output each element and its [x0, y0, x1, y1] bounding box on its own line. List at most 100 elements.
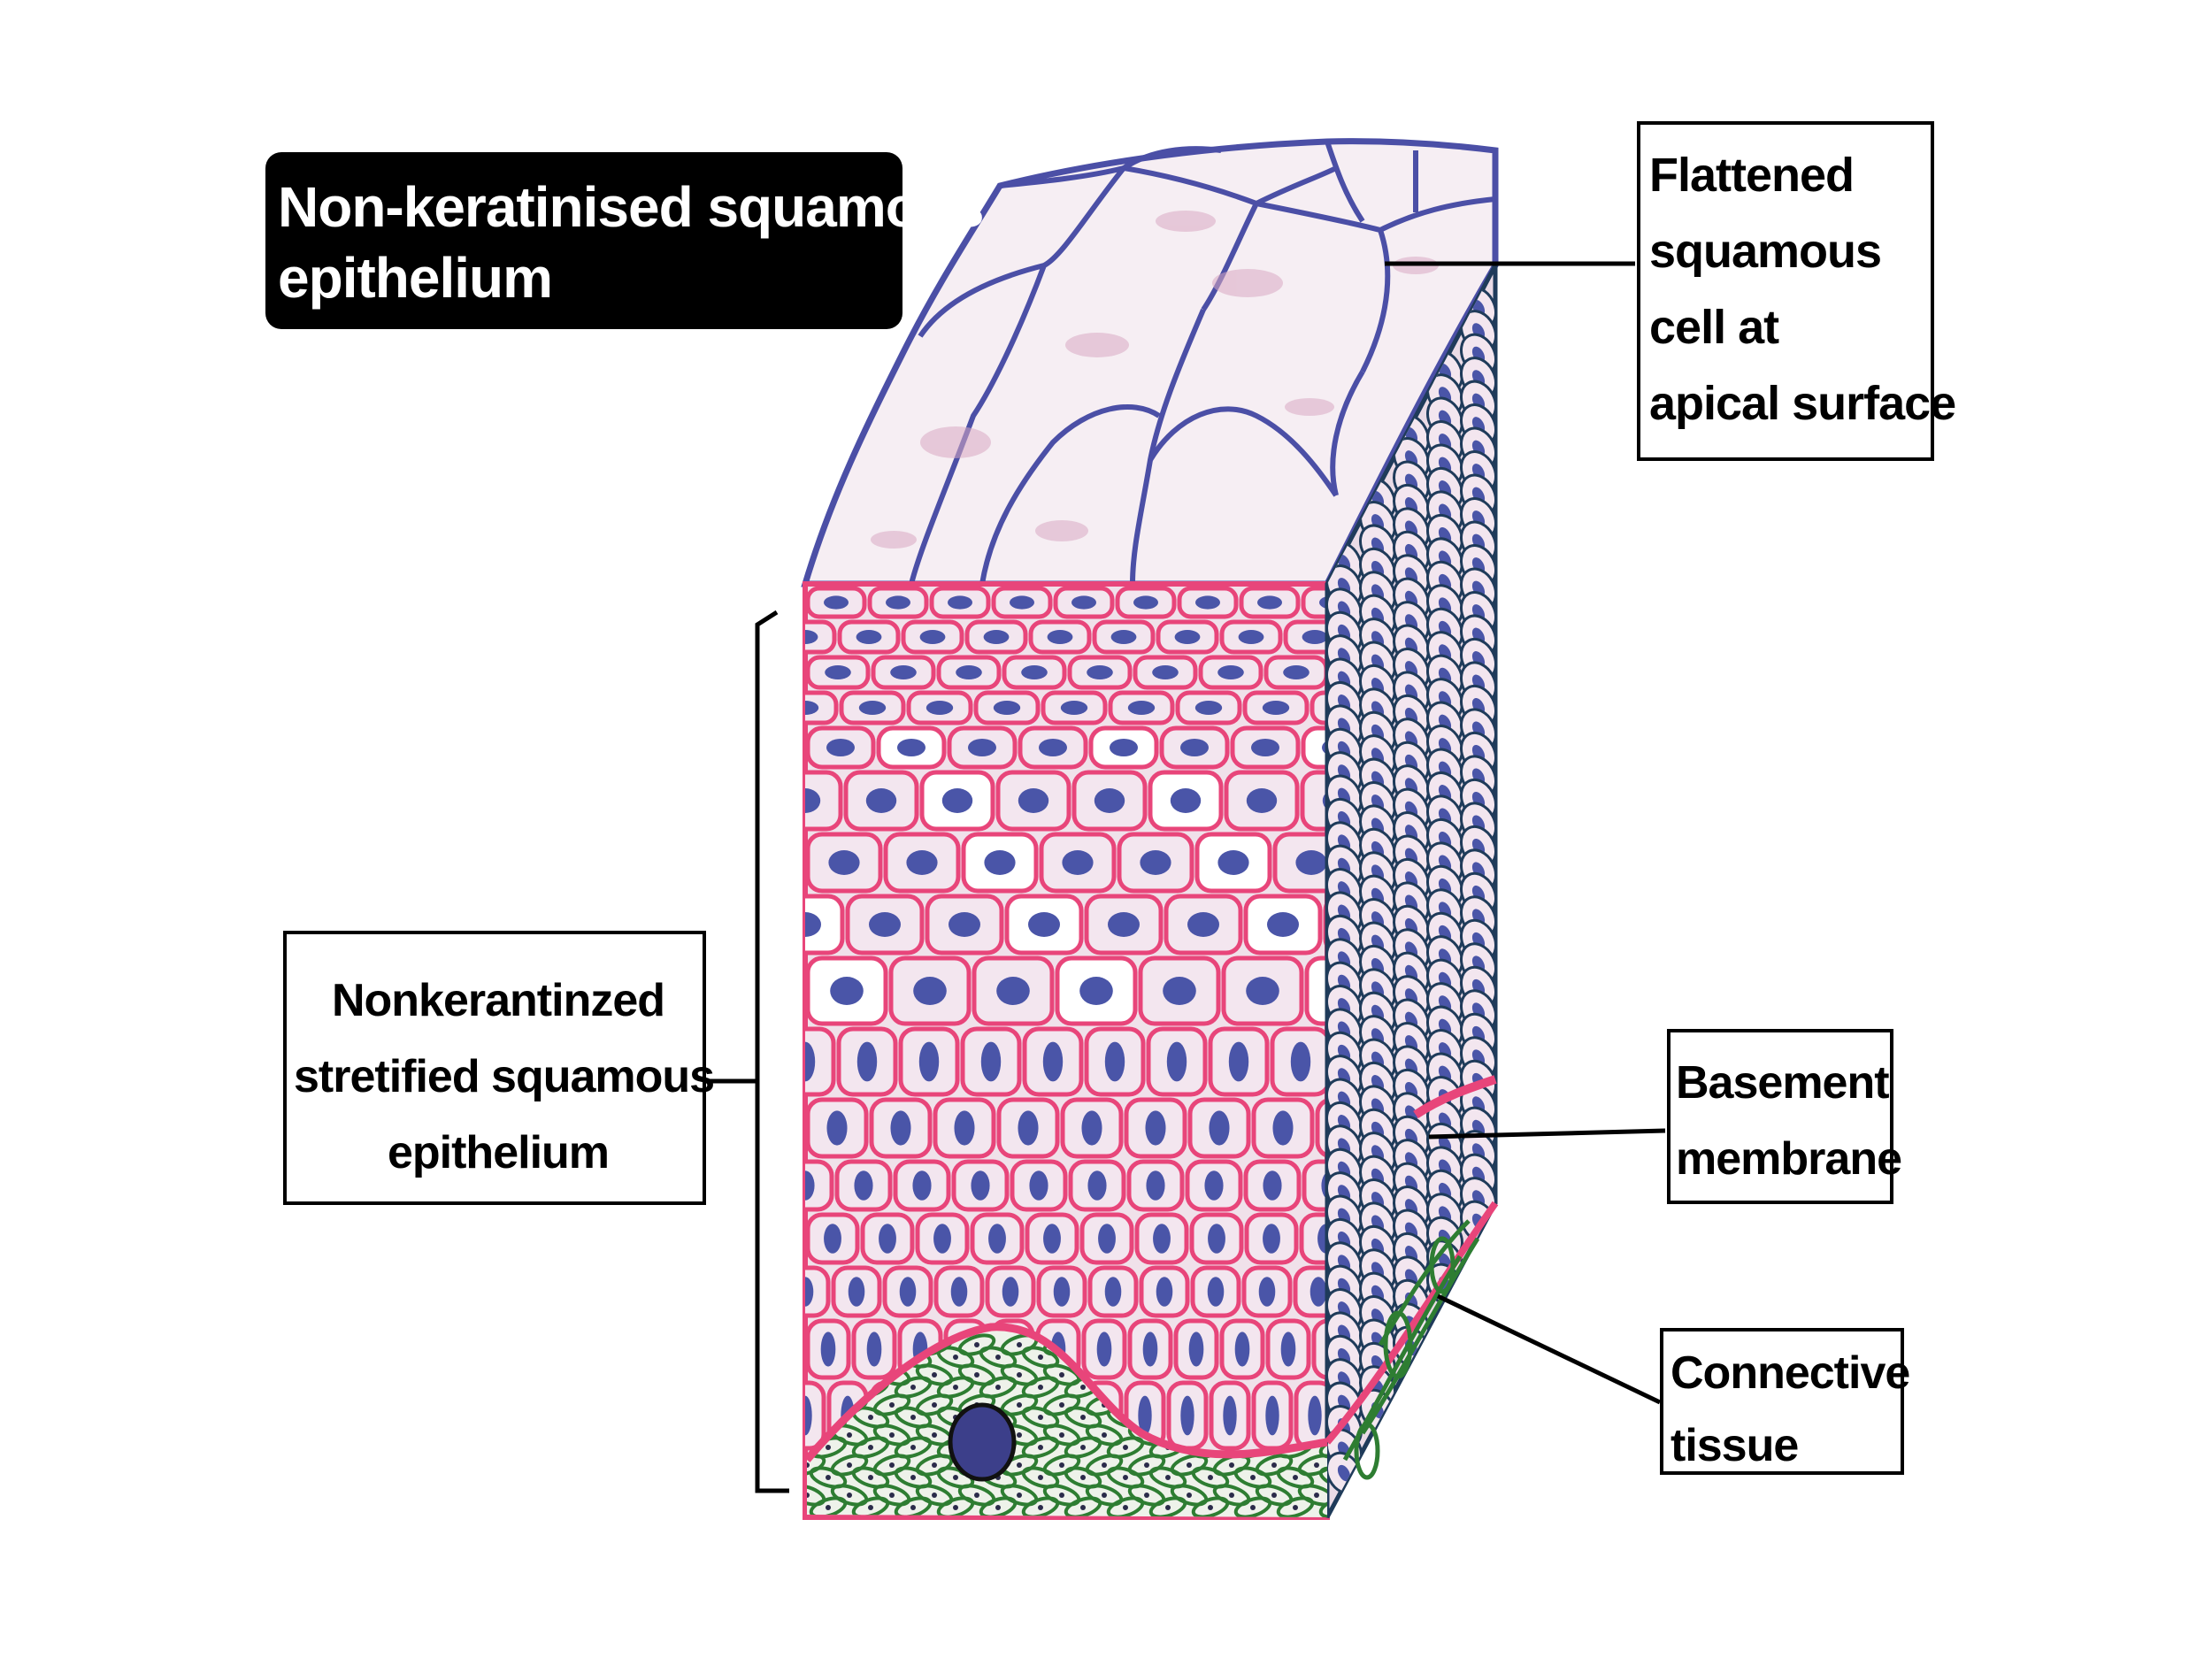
epithelial-cell: [888, 955, 972, 1026]
fibroblast: [807, 1454, 826, 1477]
epithelial-cell: [805, 1026, 836, 1097]
fibroblast: [957, 1333, 996, 1356]
label-connective-tissue: Connective tissue: [1660, 1328, 1910, 1475]
fibroblast: [872, 1454, 911, 1477]
epithelial-cell: [1242, 690, 1310, 725]
front-face: [803, 581, 1330, 1520]
epithelial-cell: [960, 1026, 1022, 1097]
epithelial-cell: [805, 725, 876, 770]
epithelial-cell: [1139, 1265, 1190, 1318]
fibroblast: [1318, 1466, 1327, 1489]
epithelial-cell: [1004, 894, 1084, 955]
epithelial-cell: [1224, 770, 1300, 832]
epithelial-cell: [1115, 586, 1177, 619]
label-line: cell at: [1649, 301, 1779, 354]
epithelial-cell: [805, 955, 888, 1026]
epithelial-cell: [1133, 655, 1198, 690]
epithelial-cell: [1243, 1159, 1302, 1212]
fibroblast: [894, 1406, 933, 1429]
epithelial-cell: [1084, 894, 1164, 955]
epithelial-cell: [1251, 1097, 1315, 1159]
epithelial-cell: [1092, 619, 1156, 655]
epithelial-cell: [1068, 1159, 1126, 1212]
epithelial-cell: [805, 894, 845, 955]
epithelial-cell: [1028, 619, 1092, 655]
fibroblast: [1276, 1466, 1315, 1489]
title-line-1: Non-keratinised squamous: [278, 175, 985, 239]
epithelial-cell: [805, 1097, 869, 1159]
fibroblast: [915, 1393, 954, 1416]
fibroblast: [1255, 1454, 1294, 1477]
epithelial-cell: [1025, 1212, 1079, 1265]
epithelial-cell: [973, 690, 1041, 725]
fibroblast: [1297, 1484, 1327, 1507]
epithelial-cell: [843, 770, 919, 832]
fibroblast: [1170, 1454, 1209, 1477]
epithelial-cell: [851, 1318, 897, 1380]
epithelial-cell: [837, 619, 901, 655]
epithelial-cell: [1244, 1212, 1299, 1265]
fibroblast: [830, 1454, 869, 1477]
epithelial-cell: [1219, 1318, 1265, 1380]
fibroblast: [1064, 1406, 1102, 1429]
epithelial-cell: [1079, 1212, 1134, 1265]
epithelial-cell: [906, 690, 973, 725]
label-line: squamous: [1649, 225, 1882, 278]
label-line: stretified squamous: [294, 1051, 715, 1102]
epithelial-cell: [1241, 1265, 1293, 1318]
epithelial-cell: [1018, 725, 1088, 770]
fibroblast: [1233, 1466, 1272, 1489]
epithelial-cell: [867, 586, 929, 619]
epithelial-cell: [1060, 1097, 1124, 1159]
label-line: apical surface: [1649, 377, 1956, 430]
epithelial-cell: [1198, 655, 1263, 690]
fibroblast: [936, 1346, 975, 1369]
epithelial-cell: [1138, 955, 1221, 1026]
epithelial-cell: [805, 586, 867, 619]
epithelial-cell: [1039, 832, 1117, 894]
epithelial-cell: [1036, 1265, 1087, 1318]
epithelial-cell: [1087, 1265, 1139, 1318]
epithelial-cell: [947, 725, 1018, 770]
fibroblast: [851, 1466, 890, 1489]
label-stratified-epithelium: Nonkerantinzed stretified squamous epith…: [283, 931, 715, 1205]
label-line: Nonkerantinzed: [331, 975, 665, 1026]
leader-lines: [708, 261, 1666, 1493]
epithelial-cell: [1126, 1159, 1185, 1212]
connective-tissue: [803, 1201, 1499, 1517]
epithelial-cell: [1002, 655, 1067, 690]
fibroblast: [1085, 1454, 1124, 1477]
epithelial-cell: [1310, 690, 1327, 725]
fibroblast: [979, 1346, 1018, 1369]
label-line: Basement: [1676, 1057, 1890, 1109]
epithelial-cell: [1071, 770, 1148, 832]
title-line-2: epithelium: [278, 246, 553, 310]
epithelial-cell: [919, 770, 995, 832]
epithelial-cell: [1243, 894, 1323, 955]
epithelial-cell: [805, 1380, 826, 1451]
epithelial-cell: [883, 832, 961, 894]
bracket-stratified: [755, 610, 789, 1493]
epithelial-cell: [1134, 1212, 1189, 1265]
epithelial-cell: [1164, 894, 1243, 955]
epithelial-cell: [882, 1265, 933, 1318]
epithelial-cell: [871, 655, 936, 690]
epithelial-cell: [805, 1265, 831, 1318]
epithelial-cell: [1159, 725, 1230, 770]
label-line: tissue: [1671, 1420, 1799, 1471]
epithelial-cell: [1084, 1026, 1146, 1097]
epithelial-cell: [860, 1212, 915, 1265]
epithelial-cell: [1053, 586, 1115, 619]
epithelial-cell: [1221, 955, 1304, 1026]
fibroblast: [1148, 1466, 1187, 1489]
epithelial-cell: [951, 1159, 1010, 1212]
epithelial-cell: [933, 1265, 985, 1318]
label-line: membrane: [1676, 1133, 1902, 1185]
fibroblast: [1064, 1466, 1102, 1489]
fibroblast: [1297, 1454, 1327, 1477]
epithelial-cell: [1190, 1265, 1241, 1318]
fibroblast: [1042, 1454, 1081, 1477]
epithelial-cell: [1022, 1026, 1084, 1097]
epithelial-cell: [991, 586, 1053, 619]
